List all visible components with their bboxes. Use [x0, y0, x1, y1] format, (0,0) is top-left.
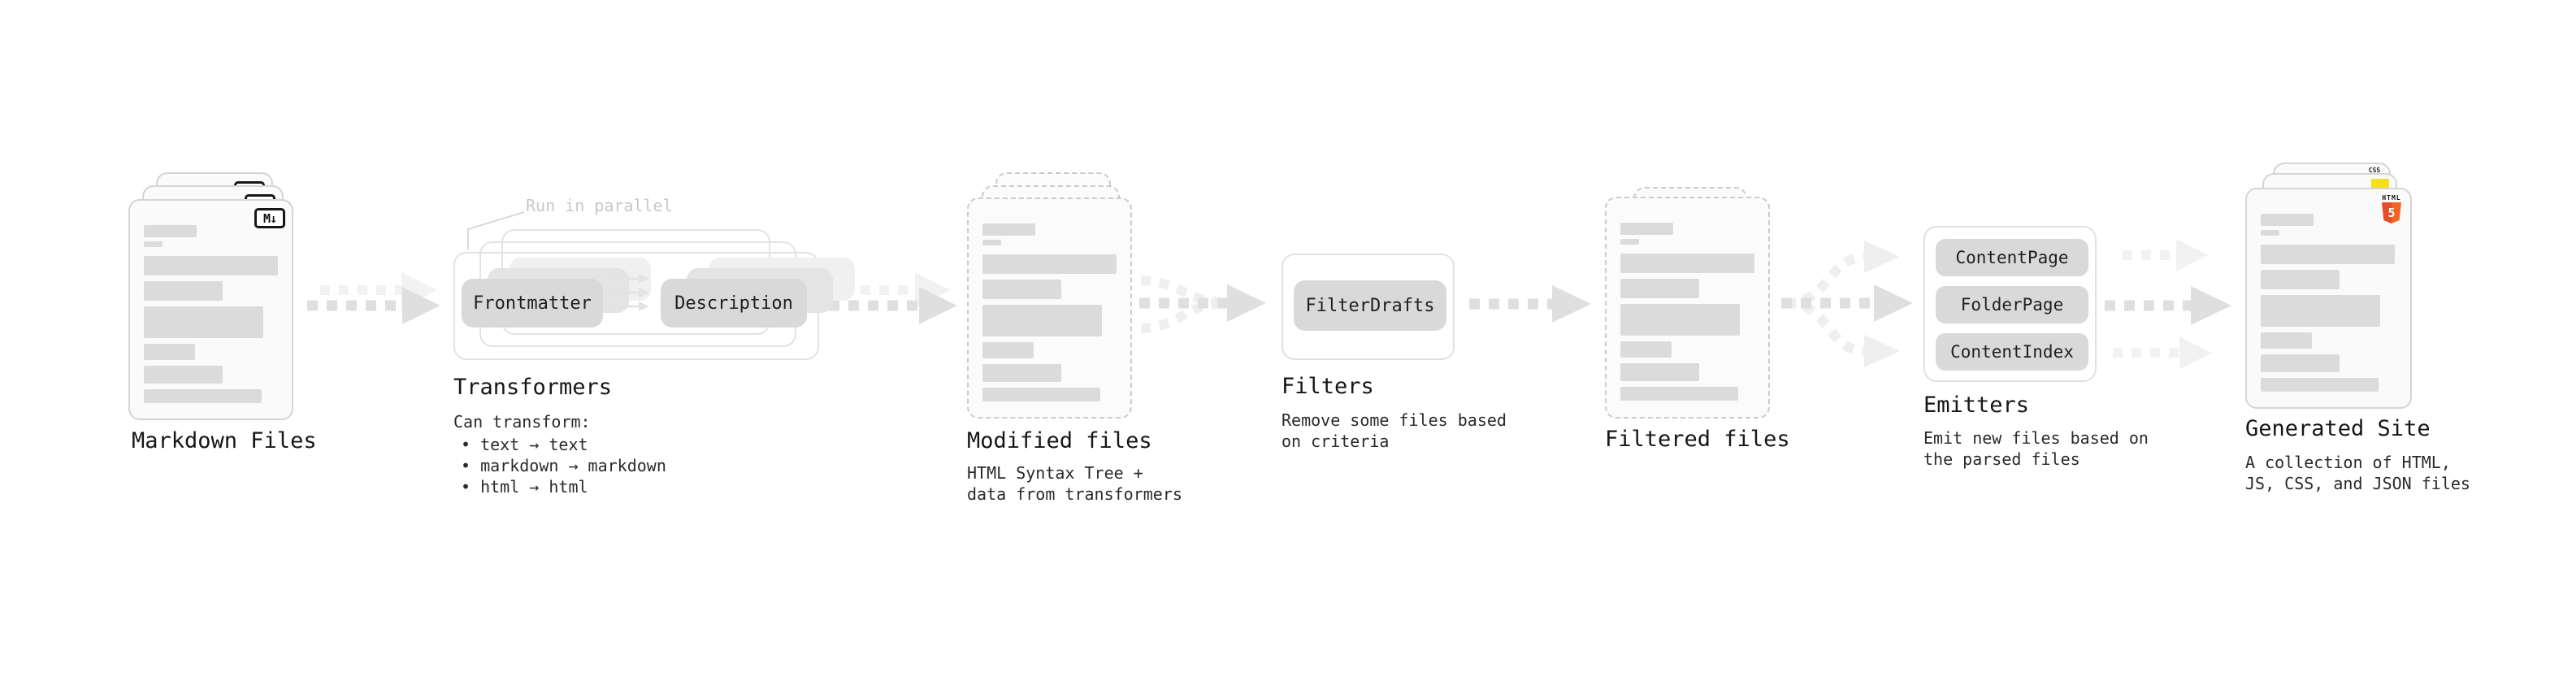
text-placeholder-bar [144, 281, 223, 301]
arrow-transformers-to-modified-icon [829, 272, 957, 324]
text-placeholder-bar [144, 344, 195, 360]
arrow-filters-to-filtered-icon [1469, 285, 1591, 323]
modified-desc-line-1: HTML Syntax Tree + [967, 463, 1143, 483]
text-placeholder-bar [982, 388, 1100, 401]
html5-shield-glyph: 5 [2387, 206, 2396, 220]
text-placeholder-bar [1620, 279, 1699, 298]
transformers-bullet-2: • markdown → markdown [461, 456, 666, 475]
transformers-bullet-3: • html → html [461, 477, 588, 497]
stage-modified-files [967, 172, 1138, 424]
emitter-pill-contentindex: ContentIndex [1936, 333, 2088, 371]
stage-label-transformers: Transformers [453, 375, 613, 400]
text-placeholder-bar [2261, 230, 2279, 236]
stage-filters: FilterDrafts [1281, 254, 1455, 360]
text-placeholder-bar [982, 342, 1034, 358]
modified-doc-card-front [967, 197, 1132, 419]
text-placeholder-bar [1620, 223, 1673, 235]
text-placeholder-bar [144, 225, 197, 237]
arrow-emitters-to-generated-icon [2105, 239, 2231, 369]
generated-desc-line-1: A collection of HTML, [2245, 453, 2451, 472]
text-placeholder-bar [144, 256, 278, 275]
text-placeholder-bar [1620, 239, 1639, 245]
stage-label-generated-site: Generated Site [2245, 416, 2431, 441]
text-placeholder-bar [144, 241, 163, 247]
generated-doc-card-html: HTML 5 [2245, 188, 2412, 409]
transformers-bullet-1: • text → text [461, 435, 588, 454]
html5-shield-icon: 5 [2382, 202, 2401, 223]
stage-label-filtered-files: Filtered files [1605, 427, 1790, 452]
html5-icon-label: HTML [2382, 194, 2401, 202]
text-placeholder-bar [982, 223, 1035, 236]
filters-desc-line-1: Remove some files based [1281, 410, 1507, 430]
arrow-markdown-to-transformers-icon [307, 272, 440, 324]
stage-markdown-files: M↓ M↓ M↓ [128, 172, 299, 424]
js-icon [2371, 179, 2389, 188]
text-placeholder-bar [144, 366, 223, 384]
text-placeholder-bar [1620, 304, 1740, 336]
text-placeholder-bar [2261, 214, 2314, 226]
text-placeholder-bar [1620, 254, 1754, 273]
run-in-parallel-note: Run in parallel [526, 196, 673, 215]
emitters-desc-line-2: the parsed files [1923, 449, 2080, 469]
text-placeholder-bar [2261, 245, 2395, 264]
stage-label-modified-files: Modified files [967, 428, 1152, 453]
text-placeholder-bar [2261, 354, 2340, 372]
text-placeholder-bar [982, 254, 1117, 274]
generated-desc-line-2: JS, CSS, and JSON files [2245, 474, 2470, 493]
text-placeholder-bar [982, 240, 1001, 245]
text-placeholder-bar [982, 280, 1061, 299]
filter-pill-filterdrafts: FilterDrafts [1294, 280, 1446, 331]
filters-desc-line-2: on criteria [1281, 432, 1390, 451]
text-placeholder-bar [982, 364, 1061, 382]
css-icon: CSS [2366, 167, 2383, 174]
transformer-pill-description: Description [661, 279, 807, 327]
emitters-desc-line-1: Emit new files based on [1923, 428, 2149, 448]
text-placeholder-bar [982, 305, 1102, 336]
html5-icon: HTML 5 [2381, 194, 2402, 223]
text-placeholder-bar [144, 306, 263, 338]
stage-label-filters: Filters [1281, 374, 1374, 399]
text-placeholder-bar [2261, 378, 2379, 392]
arrow-modified-to-filters-icon [1139, 275, 1266, 333]
markdown-icon: M↓ [254, 208, 285, 228]
text-placeholder-bar [1620, 341, 1672, 358]
transformer-pill-frontmatter: Frontmatter [462, 279, 603, 327]
stage-filtered-files [1605, 187, 1776, 423]
stage-label-emitters: Emitters [1923, 393, 2030, 418]
text-placeholder-bar [2261, 270, 2340, 289]
stage-transformers: Frontmatter Description [453, 229, 855, 363]
text-placeholder-bar [2261, 332, 2312, 349]
filtered-doc-card-front [1605, 197, 1770, 419]
markdown-doc-card-front: M↓ [128, 199, 293, 420]
stage-label-markdown-files: Markdown Files [132, 428, 317, 453]
parallel-arrows-icon [603, 274, 649, 311]
transformers-desc-title: Can transform: [453, 412, 591, 432]
emitter-pill-folderpage: FolderPage [1936, 286, 2088, 323]
emitter-pill-contentpage: ContentPage [1936, 239, 2088, 276]
stage-emitters: ContentPage FolderPage ContentIndex [1923, 226, 2097, 382]
text-placeholder-bar [1620, 363, 1699, 381]
arrow-filtered-to-emitters-icon [1781, 241, 1913, 367]
text-placeholder-bar [144, 389, 262, 403]
text-placeholder-bar [2261, 295, 2380, 327]
stage-generated-site: CSS HTML 5 [2245, 158, 2418, 410]
run-in-parallel-connector-line [467, 211, 525, 249]
modified-desc-line-2: data from transformers [967, 484, 1182, 504]
text-placeholder-bar [1620, 387, 1738, 401]
css-icon-label: CSS [2368, 167, 2381, 174]
